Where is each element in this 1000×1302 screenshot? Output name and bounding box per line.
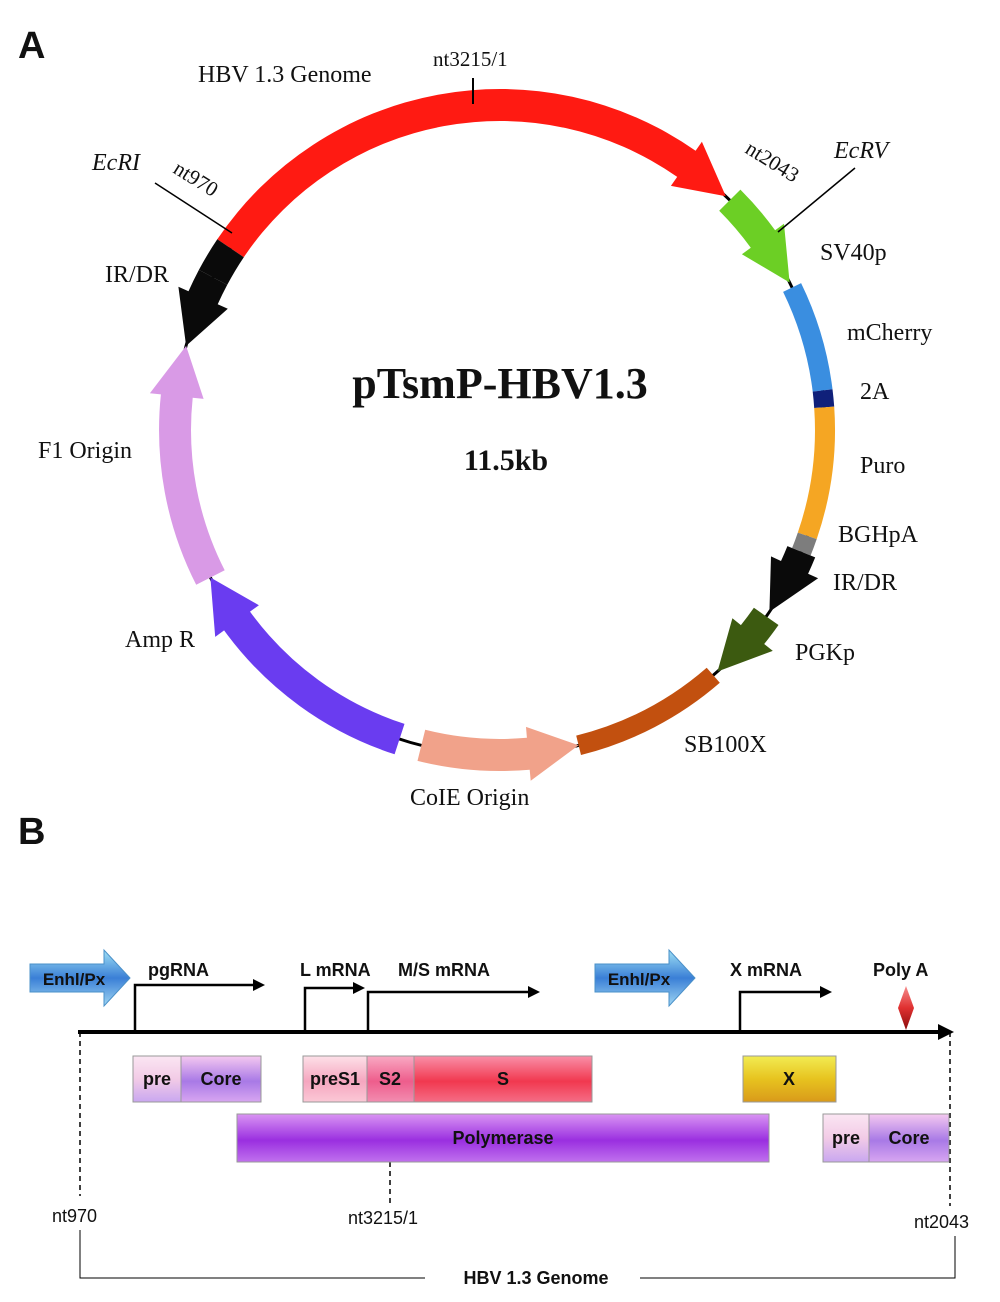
plasmid-name: pTsmP-HBV1.3 bbox=[352, 359, 647, 408]
nt-right-label: nt2043 bbox=[741, 136, 803, 187]
irdr-left-label: IR/DR bbox=[105, 262, 169, 288]
gene-core-left: Core bbox=[180, 1055, 262, 1103]
pgrna-promoter bbox=[133, 983, 255, 1030]
gene-core-left-label: Core bbox=[200, 1069, 241, 1089]
ms-mrna-promoter bbox=[366, 990, 530, 1030]
sb100x-label: SB100X bbox=[684, 732, 767, 758]
nt-right-b-label: nt2043 bbox=[914, 1212, 969, 1232]
mcherry-arc bbox=[783, 283, 833, 392]
enhancer-left-label: Enhl/Px bbox=[43, 970, 106, 989]
two-a-arc bbox=[812, 389, 835, 408]
l-mrna-arrowhead bbox=[353, 982, 365, 994]
nt-left-label: nt970 bbox=[169, 156, 222, 202]
genome-bracket-right bbox=[640, 1236, 956, 1279]
poly-a-label: Poly A bbox=[873, 960, 928, 980]
hbv-genome-label: HBV 1.3 Genome bbox=[198, 62, 372, 88]
cole-origin-label: CoIE Origin bbox=[410, 785, 529, 811]
genome-axis-arrowhead bbox=[938, 1024, 954, 1040]
pgkp-arrow bbox=[717, 607, 779, 672]
l-mrna-label: L mRNA bbox=[300, 960, 371, 980]
sv40p-arc bbox=[719, 189, 790, 283]
x-mrna-arrowhead bbox=[820, 986, 832, 998]
enhancer-right-label: Enhl/Px bbox=[608, 970, 671, 989]
nt-left-b-label: nt970 bbox=[52, 1206, 97, 1226]
gene-s2-label: S2 bbox=[379, 1069, 401, 1089]
sb100x-arc bbox=[576, 667, 720, 755]
panel-b-letter: B bbox=[18, 811, 45, 853]
gene-pre-right: pre bbox=[822, 1113, 870, 1163]
genome-bracket-left bbox=[79, 1230, 425, 1279]
bghpa-arc bbox=[792, 532, 817, 556]
pgrna-label: pgRNA bbox=[148, 960, 209, 980]
ecrv-site-label: EcRV bbox=[833, 138, 891, 164]
genome-bracket-label: HBV 1.3 Genome bbox=[463, 1268, 608, 1288]
plasmid-features bbox=[149, 89, 836, 781]
pgrna-arrowhead bbox=[253, 979, 265, 991]
gene-polymerase-label: Polymerase bbox=[452, 1128, 553, 1148]
f1-origin-arrow bbox=[149, 345, 225, 585]
enhancer-left: Enhl/Px bbox=[29, 948, 131, 1008]
ms-mrna-arrowhead bbox=[528, 986, 540, 998]
ecri-site-label: EcRI bbox=[91, 150, 141, 176]
amp-r-arrow bbox=[210, 577, 405, 755]
pgkp-label: PGKp bbox=[795, 640, 855, 666]
gene-s: S bbox=[413, 1055, 593, 1103]
gene-pres1-label: preS1 bbox=[310, 1069, 360, 1089]
irdr-right-label: IR/DR bbox=[833, 570, 897, 596]
ms-mrna-label: M/S mRNA bbox=[398, 960, 490, 980]
irdr-right-arrow bbox=[769, 546, 819, 612]
gene-core-right: Core bbox=[868, 1113, 950, 1163]
gene-pre-left-label: pre bbox=[143, 1069, 171, 1089]
poly-a-marker bbox=[898, 986, 914, 1030]
gene-s-label: S bbox=[497, 1069, 509, 1089]
amp-r-label: Amp R bbox=[125, 627, 195, 653]
gene-x-label: X bbox=[783, 1069, 795, 1089]
nt-mid-b-label: nt3215/1 bbox=[348, 1208, 418, 1228]
hbv-genome-arc bbox=[217, 89, 726, 258]
gene-pre-left: pre bbox=[132, 1055, 182, 1103]
sv40p-label: SV40p bbox=[820, 240, 887, 266]
gene-polymerase: Polymerase bbox=[236, 1113, 770, 1163]
gene-core-right-label: Core bbox=[888, 1128, 929, 1148]
enhancer-right: Enhl/Px bbox=[594, 948, 696, 1008]
x-mrna-label: X mRNA bbox=[730, 960, 802, 980]
puro-label: Puro bbox=[860, 453, 905, 479]
gene-pre-right-label: pre bbox=[832, 1128, 860, 1148]
cole-origin-arrow bbox=[417, 726, 579, 781]
ecrv-cut-line bbox=[777, 167, 856, 233]
gene-pres1: preS1 bbox=[302, 1055, 368, 1103]
mcherry-label: mCherry bbox=[847, 320, 932, 346]
two-a-label: 2A bbox=[860, 379, 890, 405]
plasmid-size: 11.5kb bbox=[464, 444, 548, 477]
x-mrna-promoter bbox=[738, 990, 822, 1030]
panel-a-letter: A bbox=[18, 25, 45, 67]
irdr-left-arrow bbox=[178, 269, 228, 346]
bghpa-label: BGHpA bbox=[838, 522, 919, 548]
gene-x: X bbox=[742, 1055, 837, 1103]
nt-top-label: nt3215/1 bbox=[433, 47, 508, 71]
l-mrna-promoter bbox=[303, 986, 355, 1030]
irdr-left-arc-top bbox=[198, 239, 244, 285]
gene-s2: S2 bbox=[366, 1055, 415, 1103]
puro-arc bbox=[797, 406, 836, 540]
ecri-cut-line bbox=[154, 182, 233, 234]
f1-origin-label: F1 Origin bbox=[38, 438, 132, 464]
